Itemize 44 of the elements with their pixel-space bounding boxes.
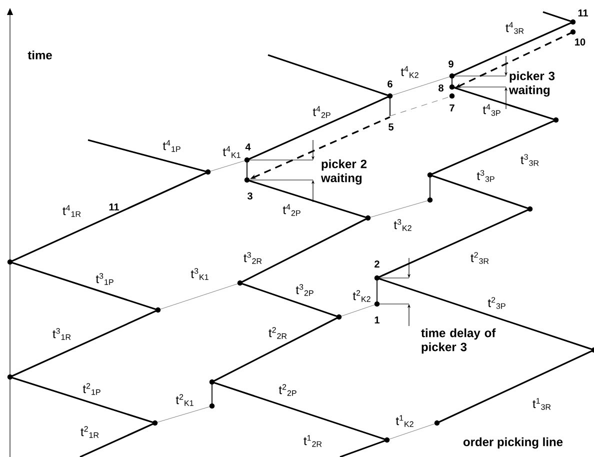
time-label: t$^{2}$K2 [352,290,370,302]
point-number: 5 [388,124,394,130]
time-label: t$^{2}$2P [278,384,296,396]
point-number: 6 [388,80,392,88]
time-label: t$^{4}$K1 [222,146,240,158]
axis-label: time [28,50,52,60]
time-label: t$^{4}$3R [506,22,524,34]
point-number: 11 [109,204,120,210]
time-label: t$^{1}$K2 [396,415,414,427]
point-number: 4 [245,144,251,150]
annotation-label: time delay of picker 3 [421,328,496,354]
time-label: t$^{1}$2R [304,435,322,447]
point-number: 7 [450,104,454,112]
time-label: t$^{3}$1P [96,273,114,285]
point-number: 3 [247,192,252,200]
time-label: t$^{4}$1P [162,140,180,152]
time-label: t$^{3}$3P [476,170,494,182]
annotation-label: picker 2 waiting [320,159,367,185]
point-number: 1 [374,316,380,324]
time-label: t$^{4}$K2 [400,66,418,78]
time-label: t$^{3}$3R [520,154,539,166]
time-label: t$^{4}$2P [312,106,330,118]
point-number: 11 [578,10,588,16]
axis-label: order picking line [463,437,563,449]
time-label: t$^{4}$2P [282,204,300,216]
time-label: t$^{3}$1R [52,328,71,340]
annotation-label: picker 3 waiting [508,71,555,97]
time-label: t$^{4}$3P [482,104,500,116]
time-label: t$^{3}$2R [244,252,262,264]
time-label: t$^{4}$1R [62,205,81,217]
point-number: 2 [374,260,380,268]
time-label: t$^{3}$2P [296,284,314,296]
time-label: t$^{2}$K1 [176,394,194,406]
time-label: t$^{2}$3P [488,297,506,309]
time-label: t$^{3}$K1 [190,268,208,280]
point-number: 9 [448,60,454,68]
time-label: t$^{2}$2R [268,327,287,339]
point-number: 10 [575,38,586,46]
time-label: t$^{2}$1R [80,426,99,438]
time-label: t$^{2}$1P [82,383,100,395]
point-number: 8 [438,84,444,92]
time-label: t$^{2}$3R [470,252,489,264]
time-label: t$^{3}$K2 [394,219,412,231]
time-label: t$^{1}$3R [532,398,551,410]
